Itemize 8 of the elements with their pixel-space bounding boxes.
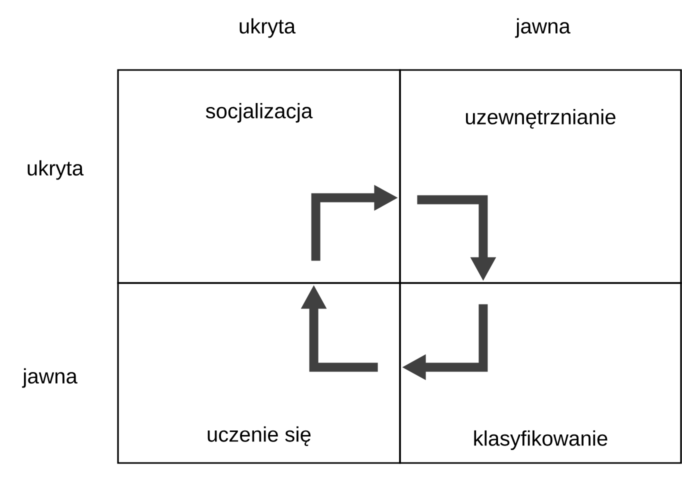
quadrant-cell: socjalizacja xyxy=(117,69,401,284)
quadrant-cell: uczenie się xyxy=(117,282,401,464)
axis-label: ukryta xyxy=(240,18,296,38)
quadrant-cell: klasyfikowanie xyxy=(399,282,682,464)
axis-label: ukryta xyxy=(28,160,84,180)
axis-label: jawna xyxy=(22,368,78,388)
axis-label: jawna xyxy=(515,18,570,38)
quadrant-cell: uzewnętrznianie xyxy=(399,69,682,284)
